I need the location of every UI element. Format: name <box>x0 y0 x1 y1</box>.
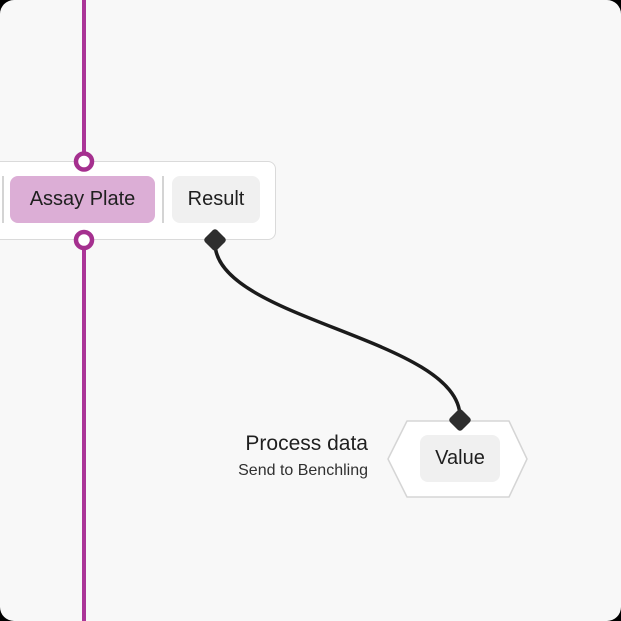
value-output-chip[interactable]: Value <box>420 435 500 482</box>
process-step-title: Process data <box>245 432 368 455</box>
process-step-labels: Process data Send to Benchling <box>238 431 368 481</box>
chip-divider <box>2 176 4 223</box>
process-step-subtitle: Send to Benchling <box>238 462 368 479</box>
port-bottom-ring[interactable] <box>73 229 95 251</box>
chip-result[interactable]: Result <box>172 176 260 223</box>
diamond-handle-source[interactable] <box>203 228 227 252</box>
chip-assay-plate[interactable]: Assay Plate <box>10 176 155 223</box>
diamond-handle-target[interactable] <box>448 408 472 432</box>
port-top-ring[interactable] <box>73 151 95 172</box>
chip-divider <box>162 176 164 223</box>
connector-curve[interactable] <box>213 241 462 419</box>
